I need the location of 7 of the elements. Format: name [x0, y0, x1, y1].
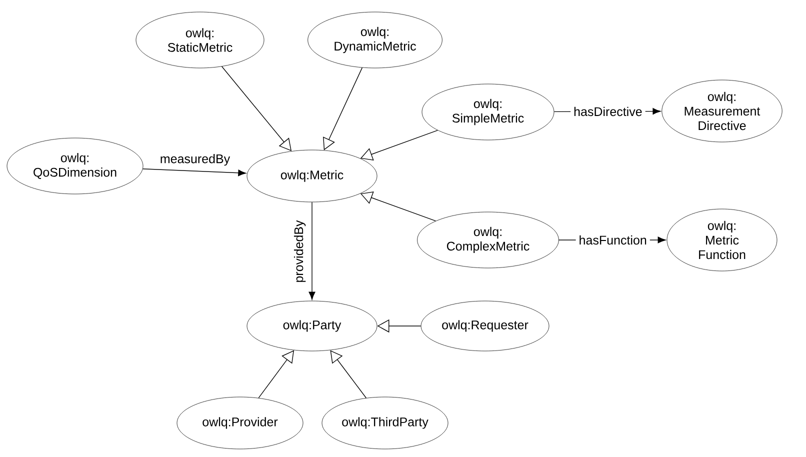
labeled-arrow [308, 202, 316, 300]
inheritance-arrow [330, 350, 367, 398]
labeled-arrow [142, 168, 246, 176]
edge-label: hasDirective [570, 104, 646, 120]
edge-label: providedBy [294, 220, 306, 282]
edge-label: measuredBy [160, 154, 230, 166]
edge-label: hasFunction [576, 232, 650, 248]
